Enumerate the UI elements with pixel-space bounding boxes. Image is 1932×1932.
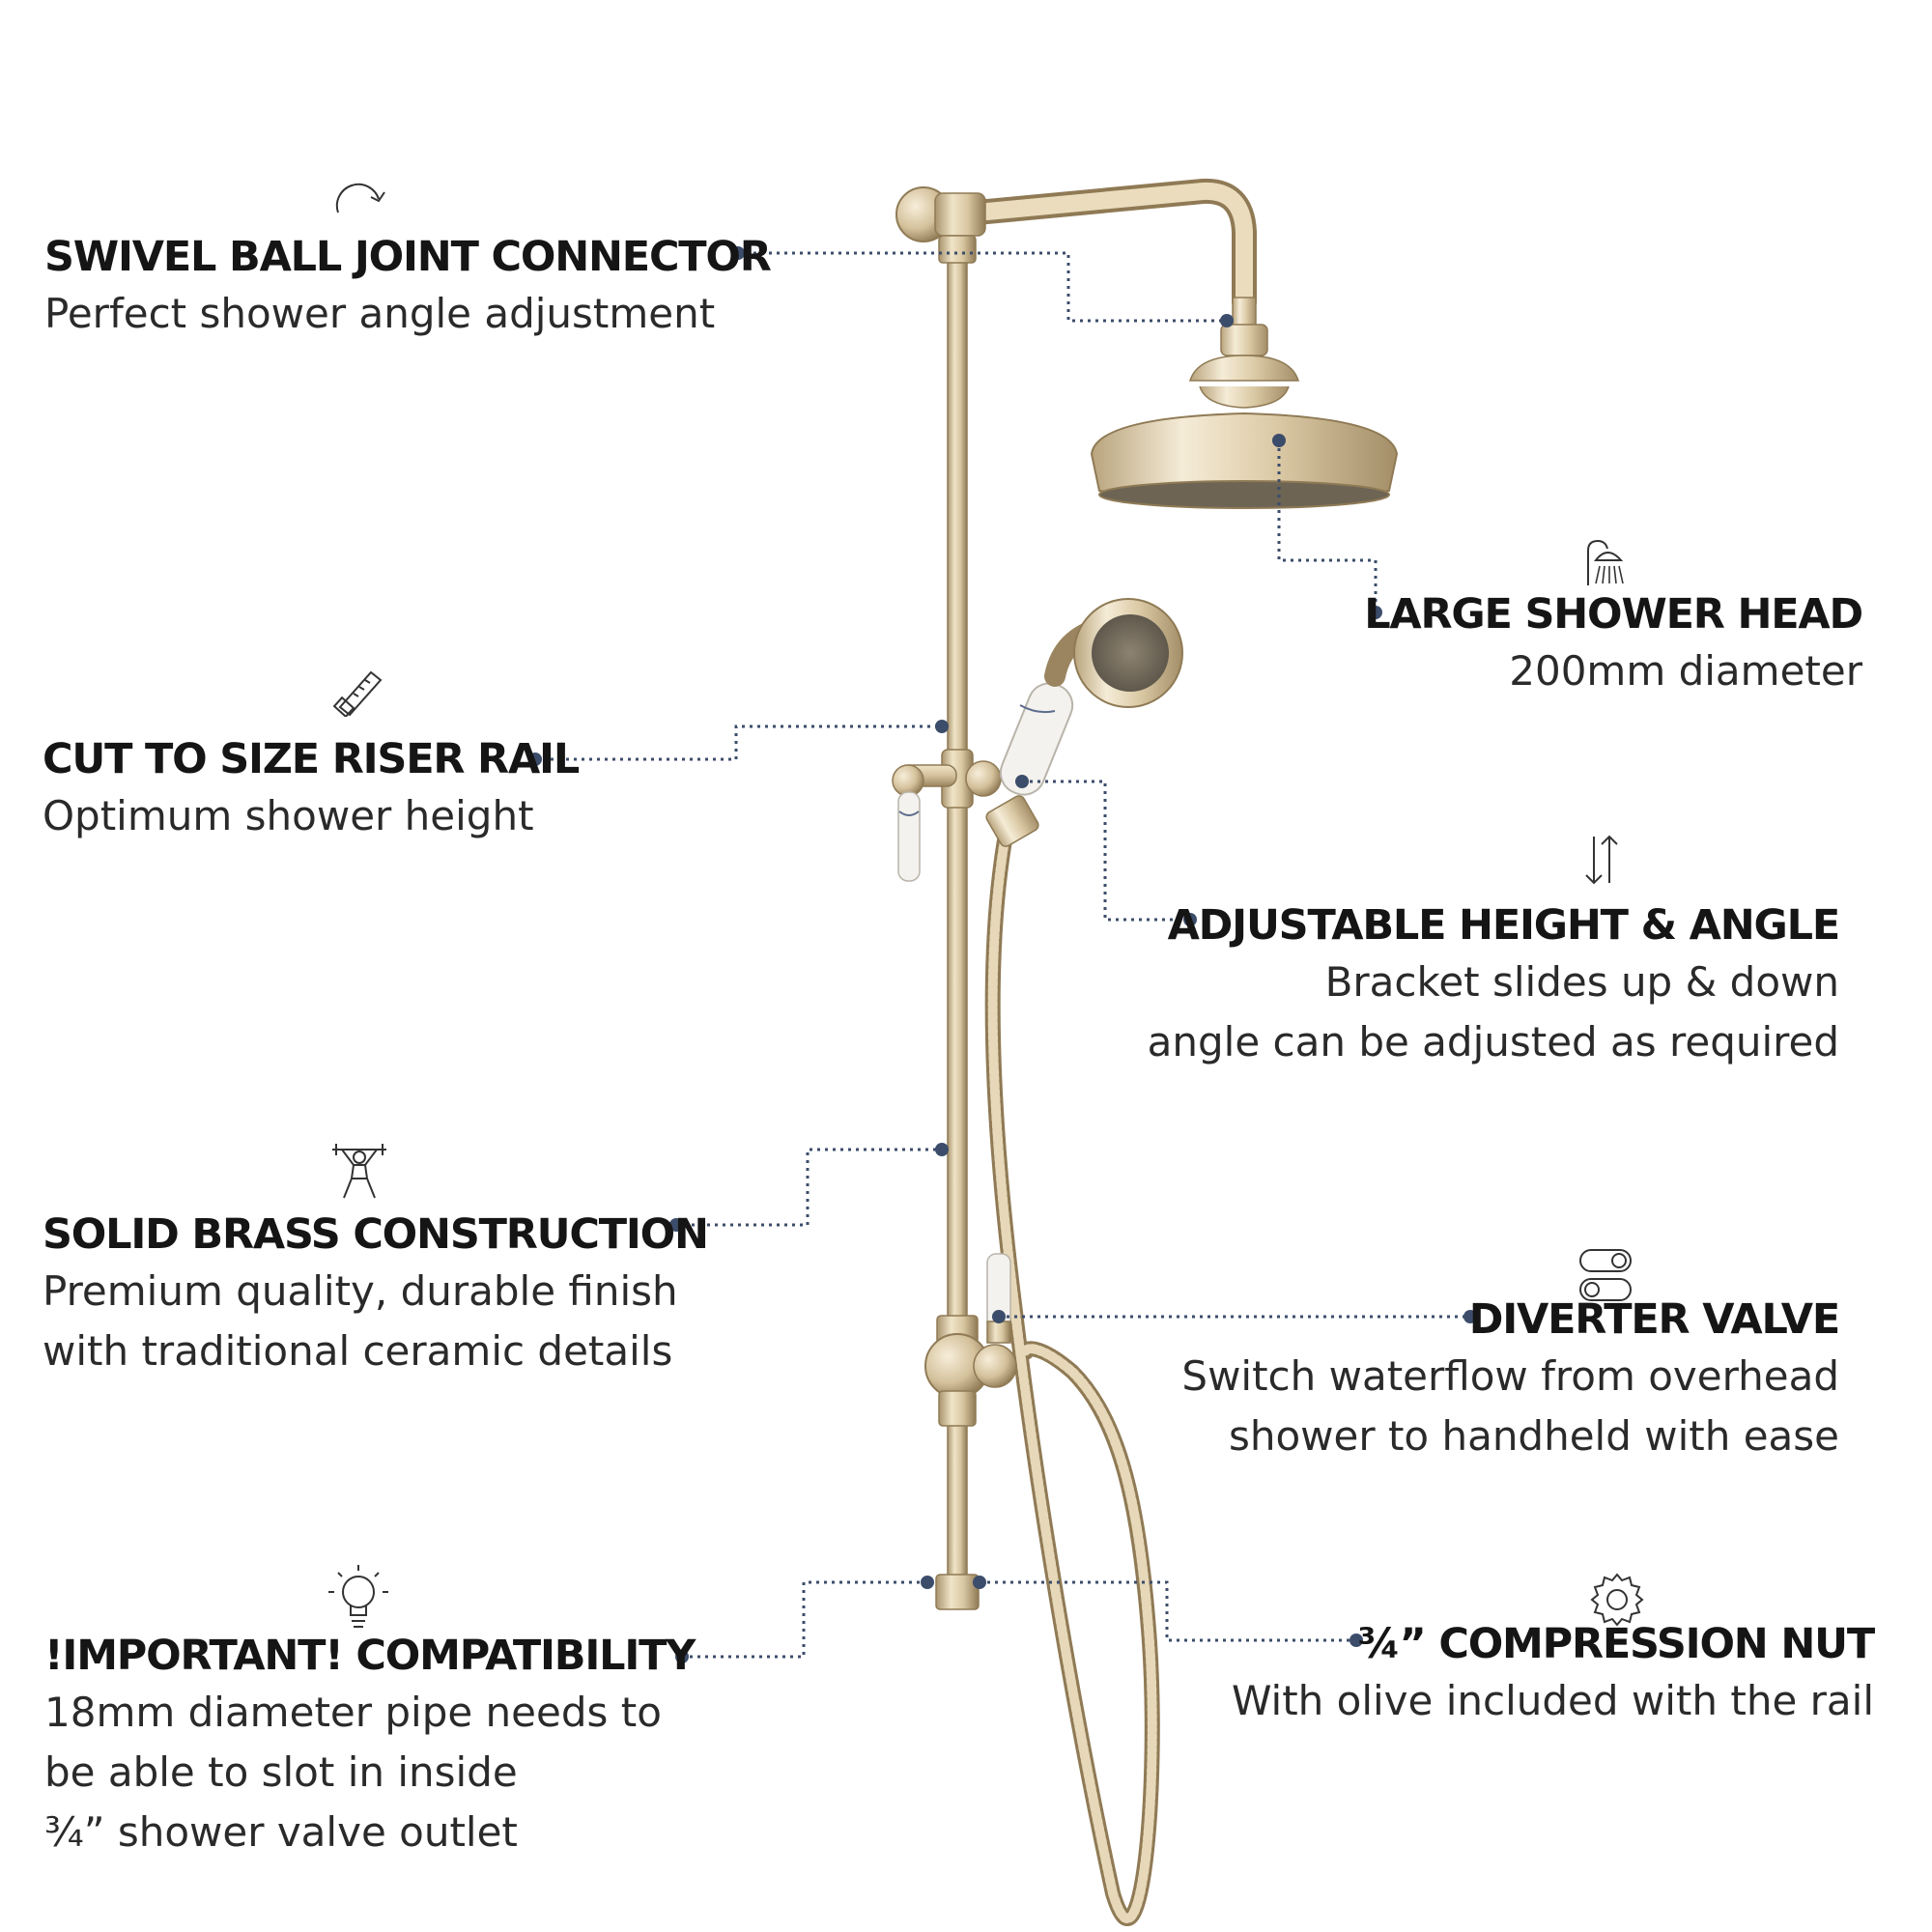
callout-desc: With olive included with the rail [1231, 1677, 1874, 1724]
callout-desc: Bracket slides up & down angle can be ad… [1147, 958, 1839, 1065]
callout-adjust: ADJUSTABLE HEIGHT & ANGLE Bracket slides… [1147, 898, 1841, 1072]
overhead-arm [944, 178, 1257, 314]
gear-icon [1590, 1573, 1644, 1627]
lightbulb-icon [328, 1565, 388, 1628]
callout-desc: Optimum shower height [43, 792, 534, 839]
leader-swivel [738, 251, 1227, 323]
callout-desc: Premium quality, durable finish with tra… [43, 1267, 678, 1375]
callout-title: SOLID BRASS CONSTRUCTION [43, 1210, 709, 1259]
leader-adjust [1022, 780, 1190, 922]
callout-desc: 200mm diameter [1509, 647, 1862, 695]
callout-title: ¾” COMPRESSION NUT [1357, 1620, 1875, 1668]
callout-title: CUT TO SIZE RISER RAIL [43, 735, 580, 783]
shower-hose [984, 833, 1160, 1927]
shower-head-icon [1587, 539, 1624, 585]
leader-riser [535, 724, 942, 761]
callout-brass: SOLID BRASS CONSTRUCTION Premium quality… [43, 1208, 709, 1381]
leader-lines [535, 251, 1470, 1659]
callout-desc: 18mm diameter pipe needs to be able to s… [44, 1689, 662, 1856]
callout-title: LARGE SHOWER HEAD [1364, 590, 1863, 639]
rotate-arrow-icon [335, 183, 385, 213]
diverter-valve [924, 1253, 1017, 1427]
callout-compat: !IMPORTANT! COMPATIBILITY 18mm diameter … [44, 1629, 696, 1862]
toggle-switch-icon [1579, 1249, 1632, 1301]
overhead-shower-head [1090, 297, 1399, 509]
callout-head: LARGE SHOWER HEAD 200mm diameter [1364, 587, 1863, 701]
leader-nut [980, 1580, 1356, 1642]
callout-desc: Switch waterflow from overhead shower to… [1181, 1352, 1839, 1460]
callout-title: !IMPORTANT! COMPATIBILITY [44, 1632, 696, 1680]
leader-compat [682, 1580, 927, 1659]
saw-icon [332, 670, 383, 717]
up-down-arrows-icon [1585, 835, 1618, 885]
slide-bracket [892, 749, 1039, 882]
callout-title: SWIVEL BALL JOINT CONNECTOR [44, 233, 772, 281]
callout-title: ADJUSTABLE HEIGHT & ANGLE [1167, 901, 1841, 950]
callout-title: DIVERTER VALVE [1468, 1295, 1840, 1344]
callout-nut: ¾” COMPRESSION NUT With olive included w… [1231, 1617, 1875, 1731]
leader-dots [528, 246, 1477, 1663]
callout-diverter: DIVERTER VALVE Switch waterflow from ove… [1181, 1293, 1840, 1466]
leader-brass [676, 1148, 942, 1227]
callout-riser: CUT TO SIZE RISER RAIL Optimum shower he… [43, 732, 580, 846]
handheld-shower [999, 598, 1183, 796]
weightlifter-icon [332, 1144, 386, 1199]
callout-desc: Perfect shower angle adjustment [44, 290, 716, 337]
callout-swivel: SWIVEL BALL JOINT CONNECTOR Perfect show… [44, 230, 772, 344]
leader-head [1277, 440, 1378, 612]
swivel-ball-joint [895, 186, 986, 264]
